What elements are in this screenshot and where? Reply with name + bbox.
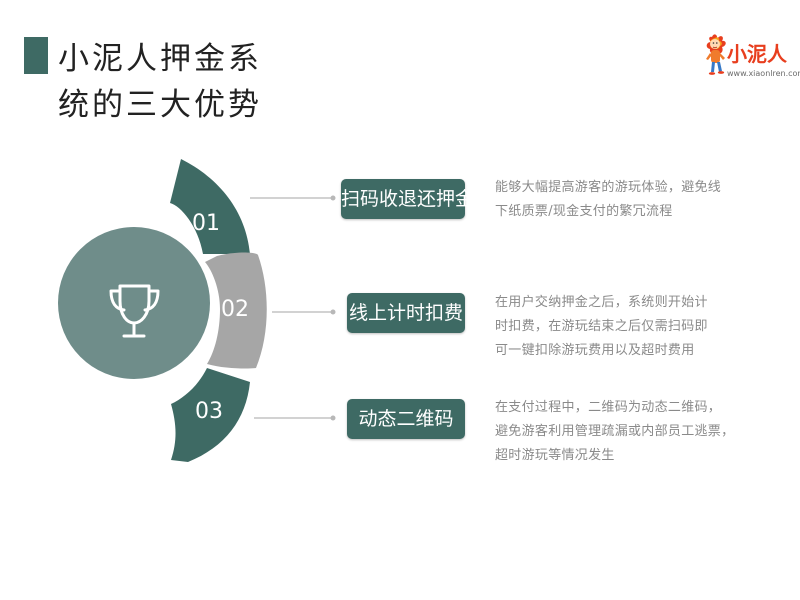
trophy-icon [109, 284, 160, 338]
connector-dot-02 [330, 309, 336, 315]
title-accent-block [24, 37, 48, 74]
advantage-2-description-line-1: 在用户交纳押金之后，系统则开始计 [495, 295, 708, 310]
advantage-1-description-line-2: 下纸质票/现金支付的繁冗流程 [495, 204, 673, 219]
xiaoniren-mascot-icon [706, 34, 726, 75]
segment-number-02: 02 [221, 297, 249, 322]
center-circle [58, 227, 210, 379]
connector-dot-03 [330, 415, 336, 421]
advantage-3-description-line-3: 超时游玩等情况发生 [495, 448, 615, 463]
advantage-2-description-line-2: 时扣费，在游玩结束之后仅需扫码即 [495, 319, 708, 334]
advantage-3-description-line-1: 在支付过程中，二维码为动态二维码， [495, 400, 722, 415]
logo-brand-name: 小泥人 [727, 42, 787, 66]
brand-logo: 小泥人 www.xiaonlren.com [704, 31, 800, 83]
segment-03 [171, 368, 250, 462]
advantage-description-2: 在用户交纳押金之后，系统则开始计 时扣费，在游玩结束之后仅需扫码即 可一键扣除游… [495, 291, 730, 363]
title-line-1: 小泥人押金系 [58, 41, 262, 77]
advantage-badge-3: 动态二维码 [347, 399, 465, 439]
segment-number-03: 03 [195, 399, 223, 424]
title-line-2: 统的三大优势 [58, 87, 262, 123]
connector-dot-01 [330, 195, 336, 201]
advantage-description-1: 能够大幅提高游客的游玩体验，避免线 下纸质票/现金支付的繁冗流程 [495, 176, 730, 224]
page-title: 小泥人押金系 统的三大优势 [58, 36, 278, 128]
advantage-3-description-line-2: 避免游客利用管理疏漏或内部员工逃票， [495, 424, 735, 439]
segment-number-01: 01 [192, 211, 220, 236]
segment-02 [205, 252, 267, 369]
segment-01 [170, 159, 250, 254]
advantage-badge-2: 线上计时扣费 [347, 293, 465, 333]
logo-domain-text: www.xiaonlren.com [727, 69, 800, 78]
advantage-1-description-line-1: 能够大幅提高游客的游玩体验，避免线 [495, 180, 722, 195]
advantage-badge-1: 扫码收退还押金 [341, 179, 474, 219]
advantage-2-description-line-3: 可一键扣除游玩费用以及超时费用 [495, 343, 695, 358]
advantage-description-3: 在支付过程中，二维码为动态二维码， 避免游客利用管理疏漏或内部员工逃票， 超时游… [495, 396, 735, 468]
